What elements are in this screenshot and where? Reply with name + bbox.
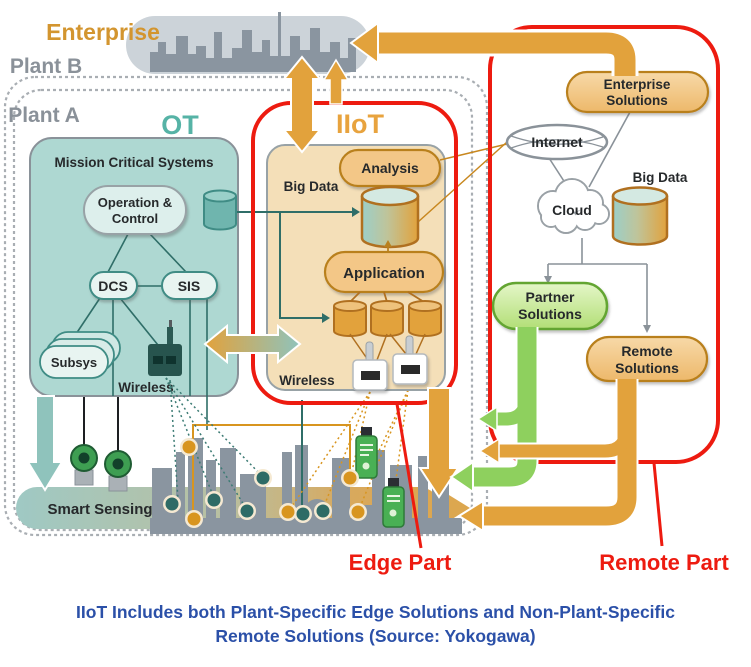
enterprise-label: Enterprise [46,19,160,45]
ot-section: OT Mission Critical Systems Operation & … [29,110,239,430]
ot-smart-sensing-arrow [26,395,64,492]
dcs-box [89,271,138,300]
cyl-gateway-links [349,333,426,361]
partner-solutions-line1: Partner [525,289,575,305]
smart-sensing-label: Smart Sensing [47,501,152,518]
remote-part-outline [488,25,720,464]
remote-to-enterprise-arrow [349,21,639,76]
remote-bigdata-cylinder-icon [611,186,669,246]
iiot-plant-arrow [418,387,460,499]
iiot-bigdata-cylinder-icon [360,185,420,249]
sensor-dots [163,438,367,528]
figure-caption: IIoT Includes both Plant-Specific Edge S… [0,601,751,648]
app-cyl-arrowhead [384,240,392,247]
city-skyline-icon [150,12,356,72]
partner-solutions-box [491,281,609,331]
application-label: Application [343,265,425,282]
analysis-internet-link [439,143,508,161]
iiot-label: IIoT [336,109,384,139]
enterprise-solutions-line1: Enterprise [604,77,671,92]
plant-a-label: Plant A [8,104,80,127]
edge-part-pointer [395,403,423,549]
wired-sensor-line [192,424,351,513]
subsys-label: Subsys [51,355,97,370]
cloud-node: Cloud [537,178,610,234]
ot-label: OT [161,110,199,140]
caption-line1: IIoT Includes both Plant-Specific Edge S… [76,602,675,622]
remote-part-pointer [652,462,664,547]
enterprise-iiot-arrow [281,55,323,154]
plant-floor: Smart Sensing [16,377,470,534]
partner-solutions-arrows [449,327,539,494]
iiot-bigdata-label: Big Data [284,179,339,194]
enterprise-solutions-line2: Solutions [606,93,668,108]
operation-control-line1: Operation & [98,195,172,210]
plantb-enterprise-arrow [322,58,350,105]
edge-part-outline [251,101,458,405]
operation-control-line2: Control [112,211,158,226]
remote-bigdata-label: Big Data [633,170,688,185]
sis-box [161,271,218,300]
edge-data-cylinders [333,300,442,337]
iiot-section: IIoT Analysis Big Data Application [237,109,508,391]
dcs-label: DCS [98,278,128,294]
ot-iiot-exchange-arrow [203,323,302,365]
remote-part-label: Remote Part [599,550,729,575]
field-transmitter-icons [70,397,132,492]
operation-control-box [83,185,187,235]
handheld-device-icons [355,427,405,528]
partner-solutions-line2: Solutions [518,306,582,322]
ot-wireless-device-icon [148,320,182,376]
plant-b-boundary [3,75,489,537]
ot-wireless-label: Wireless [118,380,173,395]
plant-b-label: Plant B [10,55,82,78]
analysis-label: Analysis [361,160,419,176]
sis-label: SIS [178,278,201,294]
mission-critical-title: Mission Critical Systems [54,155,213,170]
remote-solutions-box [585,335,709,383]
internet-node: Internet [505,123,609,161]
bigdata-internet-link [417,141,508,223]
remote-solutions-line2: Solutions [615,360,679,376]
caption-line2: Remote Solutions (Source: Yokogawa) [215,625,536,646]
edge-part-label: Edge Part [349,550,452,575]
ot-database-icon [203,189,237,231]
enterprise-skyline [126,12,370,74]
remote-section: Enterprise Solutions Internet Big Data C… [491,70,710,383]
cloud-label: Cloud [552,202,592,218]
wireless-gateway-icons [352,335,428,391]
internet-label: Internet [531,134,583,150]
diagram-svg: Enterprise Plant B Plant A OT Mission Cr… [3,12,729,575]
remote-solutions-arrows [457,379,639,533]
iiot-wireless-label: Wireless [279,373,334,388]
remote-solutions-line1: Remote [621,343,673,359]
subsys-stack: Subsys [39,331,121,379]
ot-to-iiot-links [237,207,360,323]
